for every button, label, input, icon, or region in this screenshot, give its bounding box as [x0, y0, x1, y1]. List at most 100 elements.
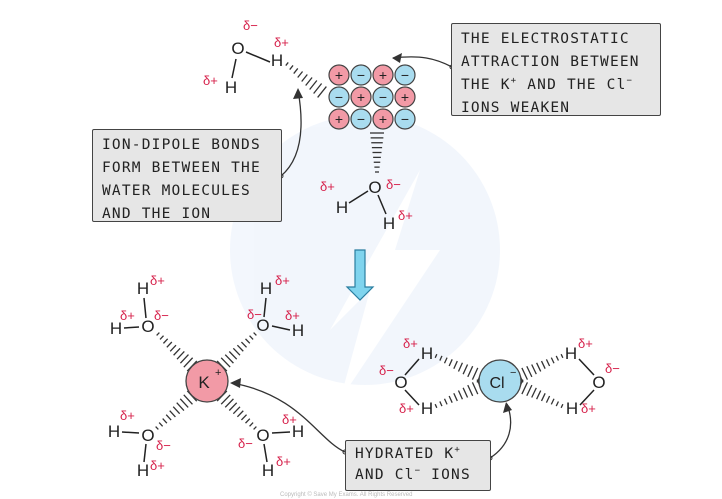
hash-mark	[462, 387, 469, 398]
hash-mark	[521, 367, 529, 380]
oxygen-atom: O	[231, 39, 244, 58]
lattice-cation	[372, 108, 394, 130]
lattice-anion	[328, 86, 350, 108]
hydrogen-atom: H	[260, 279, 272, 298]
hash-mark	[560, 353, 564, 359]
hash-mark	[560, 403, 564, 409]
callout-line: THE ELECTROSTATIC	[461, 31, 630, 47]
lattice-charge: +	[379, 111, 387, 127]
lattice-anion	[350, 64, 372, 86]
delta-label: δ+	[282, 412, 297, 427]
delta-label: δ+	[274, 35, 289, 50]
delta-label: δ−	[156, 438, 171, 453]
hash-mark	[540, 393, 546, 402]
delta-label: δ+	[120, 408, 135, 423]
lattice-charge: −	[401, 111, 409, 127]
hash-mark	[550, 357, 555, 364]
delta-label: δ+	[150, 273, 165, 288]
hash-mark	[166, 341, 173, 348]
ion-dipole-bond-top	[286, 62, 322, 88]
water-cl-right: O H H δ+ δ− δ+	[565, 336, 620, 418]
callout-line: AND Cl− IONS	[355, 466, 471, 483]
delta-label: δ−	[605, 361, 620, 376]
charge-sign: −	[510, 367, 516, 379]
hash-mark	[176, 351, 185, 360]
water-k-lower-right: O H H δ+ δ− δ+	[238, 412, 304, 480]
hash-mark	[183, 394, 193, 405]
oxygen-atom: O	[592, 373, 605, 392]
delta-label: δ+	[403, 336, 418, 351]
delta-label: δ−	[243, 18, 258, 33]
water-cl-left: O H H δ+ δ− δ+	[379, 336, 433, 418]
lattice-anion	[372, 86, 394, 108]
hash-mark	[169, 410, 176, 418]
hash-mark	[156, 332, 160, 336]
hash-mark	[545, 359, 551, 367]
hash-mark	[249, 422, 254, 427]
delta-label: δ+	[578, 336, 593, 351]
hash-mark	[169, 344, 177, 352]
hash-mark	[555, 355, 560, 361]
oxygen-atom: O	[368, 178, 381, 197]
hash-mark	[301, 74, 308, 82]
hash-mark	[471, 382, 479, 395]
delta-label: δ+	[398, 208, 413, 223]
delta-label: δ+	[275, 273, 290, 288]
hash-mark	[293, 68, 299, 74]
hash-mark	[236, 410, 244, 418]
delta-label: δ+	[285, 308, 300, 323]
hash-mark	[453, 392, 458, 402]
lattice-cation	[328, 108, 350, 130]
hash-mark	[162, 418, 168, 424]
hash-mark	[526, 365, 533, 378]
hash-mark	[555, 401, 560, 407]
water-k-lower-left: O H H δ+ δ− δ+	[108, 408, 171, 480]
hash-mark	[531, 387, 537, 398]
hash-mark	[536, 362, 542, 372]
oxygen-atom: O	[141, 426, 154, 445]
delta-label: δ−	[379, 363, 394, 378]
lattice-anion	[350, 108, 372, 130]
hash-mark	[183, 357, 194, 368]
lattice-cation	[328, 64, 350, 86]
hydrogen-atom: H	[421, 399, 433, 418]
lattice-charge: −	[379, 89, 387, 105]
copyright-notice: Copyright © Save My Exams. All Rights Re…	[280, 492, 413, 498]
potassium-ion: K +	[185, 359, 229, 403]
delta-label: δ−	[238, 436, 253, 451]
delta-label: δ+	[581, 401, 596, 416]
hydrogen-atom: H	[137, 461, 149, 480]
delta-label: δ+	[150, 458, 165, 473]
water-molecule-top: O H H δ− δ+ δ+	[203, 18, 289, 97]
hash-mark	[467, 384, 474, 397]
hash-mark	[317, 86, 327, 98]
lattice-charge: +	[335, 111, 343, 127]
oxygen-atom: O	[394, 373, 407, 392]
hash-mark	[172, 406, 181, 415]
lattice-cation	[350, 86, 372, 108]
hash-mark	[158, 422, 164, 427]
hash-mark	[457, 390, 464, 400]
lattice-anion	[394, 64, 416, 86]
hash-mark	[228, 351, 238, 360]
delta-label: δ−	[154, 308, 169, 323]
hash-mark	[550, 398, 555, 405]
callout-ion-dipole: ION-DIPOLE BONDS FORM BETWEEN THE WATER …	[92, 129, 282, 222]
callout-line: THE K+ AND THE Cl−	[461, 76, 634, 93]
oxygen-atom: O	[256, 426, 269, 445]
hydrogen-atom: H	[225, 78, 237, 97]
hash-mark	[448, 395, 453, 403]
hash-mark	[297, 71, 304, 78]
process-arrow-down	[345, 249, 375, 301]
callout-line: AND THE ION	[102, 206, 212, 222]
callout-hydrated-ions: HYDRATED K+ AND Cl− IONS	[345, 440, 491, 491]
hydrogen-atom: H	[292, 422, 304, 441]
hydrogen-atom: H	[108, 422, 120, 441]
hashed-bond	[370, 132, 384, 173]
hydrogen-atom: H	[271, 51, 283, 70]
hash-mark	[313, 83, 323, 94]
lattice-charge: +	[379, 67, 387, 83]
hash-mark	[176, 402, 185, 412]
hash-mark	[232, 347, 241, 356]
